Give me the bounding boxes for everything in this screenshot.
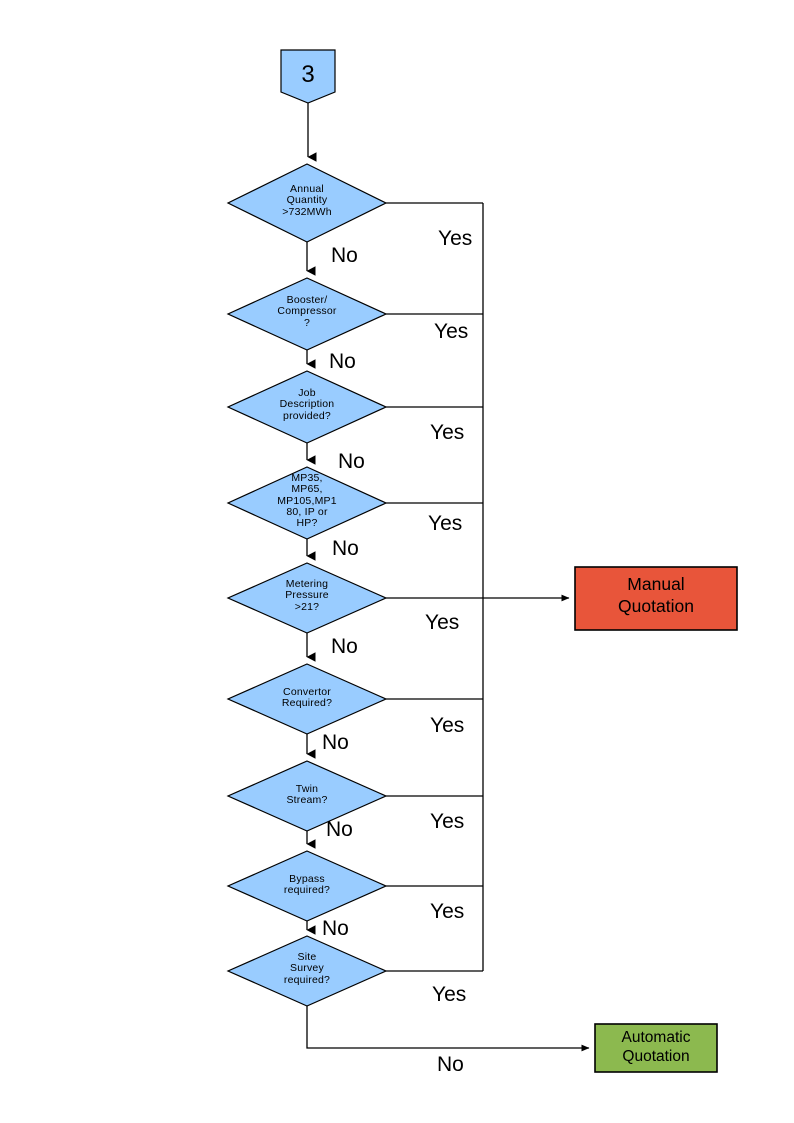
decision-site-survey-shape bbox=[226, 935, 388, 1007]
edge-label-metering-pressure-no: No bbox=[331, 635, 358, 658]
edge-label-job-description-no: No bbox=[338, 450, 365, 473]
edge-label-annual-quantity-yes: Yes bbox=[438, 227, 473, 250]
decision-twin-stream-shape bbox=[226, 760, 388, 832]
edge-label-metering-pressure-yes: Yes bbox=[425, 611, 460, 634]
edge-label-booster-compressor-yes: Yes bbox=[434, 320, 469, 343]
decision-job-description-shape bbox=[226, 370, 388, 444]
edge-label-bypass-required-no: No bbox=[322, 917, 349, 940]
connector-site-survey-no-to-automatic-quotation bbox=[306, 1006, 590, 1052]
decision-pressure-tier-shape bbox=[226, 466, 388, 540]
decision-annual-quantity-shape bbox=[226, 163, 388, 243]
terminal-manual-quotation-shape bbox=[574, 566, 738, 631]
edge-label-convertor-required-yes: Yes bbox=[430, 714, 465, 737]
edge-label-twin-stream-no: No bbox=[326, 818, 353, 841]
edge-label-site-survey-yes: Yes bbox=[432, 983, 467, 1006]
edge-label-annual-quantity-no: No bbox=[331, 244, 358, 267]
edge-label-site-survey-no: No bbox=[437, 1053, 464, 1076]
edge-label-booster-compressor-no: No bbox=[329, 350, 356, 373]
edge-label-pressure-tier-yes: Yes bbox=[428, 512, 463, 535]
decision-convertor-required-shape bbox=[226, 663, 388, 735]
start-node-shape bbox=[280, 49, 336, 104]
decision-booster-compressor-shape bbox=[226, 277, 388, 351]
edge-label-job-description-yes: Yes bbox=[430, 421, 465, 444]
edge-label-pressure-tier-no: No bbox=[332, 537, 359, 560]
decision-metering-pressure-shape bbox=[226, 562, 388, 634]
terminal-automatic-quotation-shape bbox=[594, 1023, 718, 1073]
edge-label-twin-stream-yes: Yes bbox=[430, 810, 465, 833]
edge-label-bypass-required-yes: Yes bbox=[430, 900, 465, 923]
edge-label-convertor-required-no: No bbox=[322, 731, 349, 754]
decision-bypass-required-shape bbox=[226, 850, 388, 922]
